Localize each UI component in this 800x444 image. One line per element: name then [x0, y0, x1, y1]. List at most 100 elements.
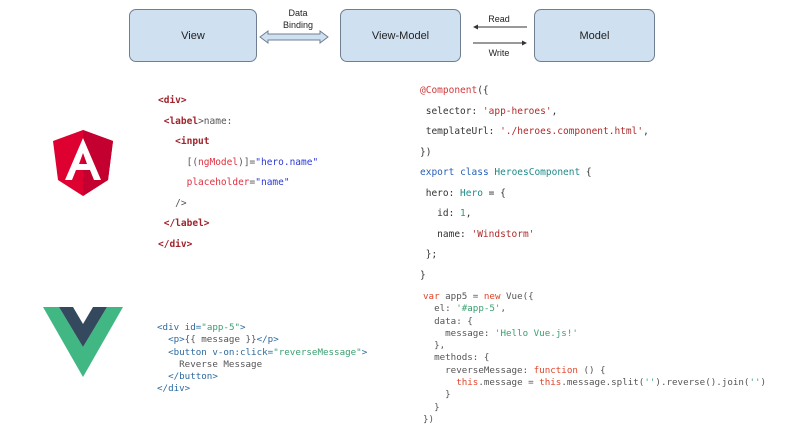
tok: reverseMessage:: [423, 364, 534, 376]
tok: >name:: [198, 115, 233, 127]
tok: Vue({: [500, 291, 534, 302]
tok: ({: [477, 85, 489, 96]
tok: >: [203, 218, 210, 229]
tok: <p>: [157, 334, 185, 346]
tok: el:: [423, 303, 457, 315]
data-binding-line2: Binding: [282, 20, 314, 30]
tok: id:: [420, 208, 461, 219]
tok: ).reverse().join(: [655, 377, 750, 389]
tok: "hero.name": [255, 156, 319, 168]
code-line: [(ngModel)]="hero.name": [158, 156, 319, 168]
vue-script-code: var app5 = new Vue({ el: '#app-5', data:…: [423, 291, 766, 426]
tok: 'Windstorm': [471, 228, 535, 240]
tok: message:: [423, 327, 495, 339]
tok: ,: [643, 126, 649, 137]
tok: }): [420, 146, 432, 158]
tok: app5 =: [439, 291, 484, 302]
model-box: Model: [534, 9, 655, 62]
tok: "reverseMessage": [273, 346, 362, 358]
tok: };: [420, 249, 438, 260]
tok: = {: [482, 187, 506, 199]
tok: templateUrl:: [420, 126, 501, 137]
tok: './heroes.component.html': [500, 126, 644, 137]
write-arrow-icon: [473, 40, 527, 46]
tok: name:: [420, 228, 472, 240]
angular-component-code: @Component({ selector: 'app-heroes', tem…: [420, 81, 649, 286]
tok: v-on:click=: [212, 346, 274, 358]
view-model-label: View-Model: [371, 29, 430, 42]
tok: >: [186, 238, 193, 250]
read-arrow-icon: [473, 24, 527, 30]
code-line: </div>: [158, 239, 192, 250]
tok: .message.split(: [561, 377, 645, 389]
angular-logo-icon: [53, 130, 113, 196]
tok: },: [423, 340, 446, 352]
tok: this: [456, 377, 479, 389]
tok: ): [760, 377, 767, 389]
tok: HeroesComponent: [494, 167, 581, 178]
tok: [(: [158, 156, 199, 168]
tok: <: [158, 95, 164, 106]
tok: label: [169, 115, 199, 127]
tok: hero:: [420, 187, 461, 199]
tok: var: [423, 291, 440, 302]
code-line: <label>name:: [158, 115, 233, 127]
code-line: </label>: [158, 218, 210, 229]
tok: [158, 177, 187, 188]
tok: ,: [500, 303, 507, 315]
double-arrow-icon: [259, 30, 329, 44]
tok: }): [423, 413, 435, 425]
tok: }: [420, 269, 426, 281]
tok: >: [240, 322, 246, 333]
angular-template-code: <div> <label>name: <input [(ngModel)]="h…: [158, 91, 318, 255]
code-line: />: [158, 197, 187, 209]
view-model-box: View-Model: [340, 9, 461, 62]
tok: <: [158, 136, 181, 147]
view-label: View: [181, 29, 205, 42]
tok: '': [749, 377, 761, 389]
model-label: Model: [579, 29, 610, 42]
tok: label: [175, 218, 204, 229]
write-label: Write: [488, 48, 510, 58]
tok: )]=: [238, 156, 256, 168]
tok: class: [460, 167, 489, 178]
tok: 1: [460, 208, 466, 219]
tok: div: [169, 238, 187, 250]
tok: =: [249, 177, 256, 188]
tok: input: [180, 136, 210, 147]
tok: >: [180, 95, 187, 106]
tok: ,: [465, 208, 472, 219]
tok: div: [163, 95, 181, 106]
tok: </p>: [256, 334, 279, 346]
tok: </div>: [157, 383, 191, 395]
data-binding-label: Data Binding: [268, 7, 328, 31]
vue-logo-icon: [43, 307, 123, 377]
tok: @Component: [420, 85, 478, 96]
code-line: <div>: [158, 95, 187, 106]
tok: 'app-heroes': [482, 105, 552, 117]
data-binding-line1: Data: [288, 8, 308, 18]
tok: />: [158, 197, 187, 209]
tok: '': [644, 377, 656, 389]
tok: export: [420, 167, 455, 178]
tok: [423, 377, 456, 388]
code-line: <input: [158, 136, 210, 147]
tok: selector:: [420, 105, 483, 117]
tok: >: [361, 346, 368, 358]
tok: </: [158, 238, 170, 250]
tok: () {: [577, 364, 606, 376]
tok: Reverse Message: [157, 358, 263, 370]
tok: }: [423, 401, 440, 413]
tok: </: [158, 218, 176, 229]
tok: }: [423, 389, 451, 401]
tok: .message =: [478, 377, 540, 389]
read-label: Read: [488, 14, 510, 24]
tok: "app-5": [201, 322, 241, 333]
tok: data: {: [423, 315, 473, 327]
code-line: placeholder="name": [158, 177, 290, 188]
tok: </button>: [157, 371, 218, 383]
tok: id=: [184, 322, 202, 333]
tok: methods: {: [423, 352, 490, 364]
tok: {: [580, 167, 592, 178]
tok: ngModel: [198, 156, 239, 168]
